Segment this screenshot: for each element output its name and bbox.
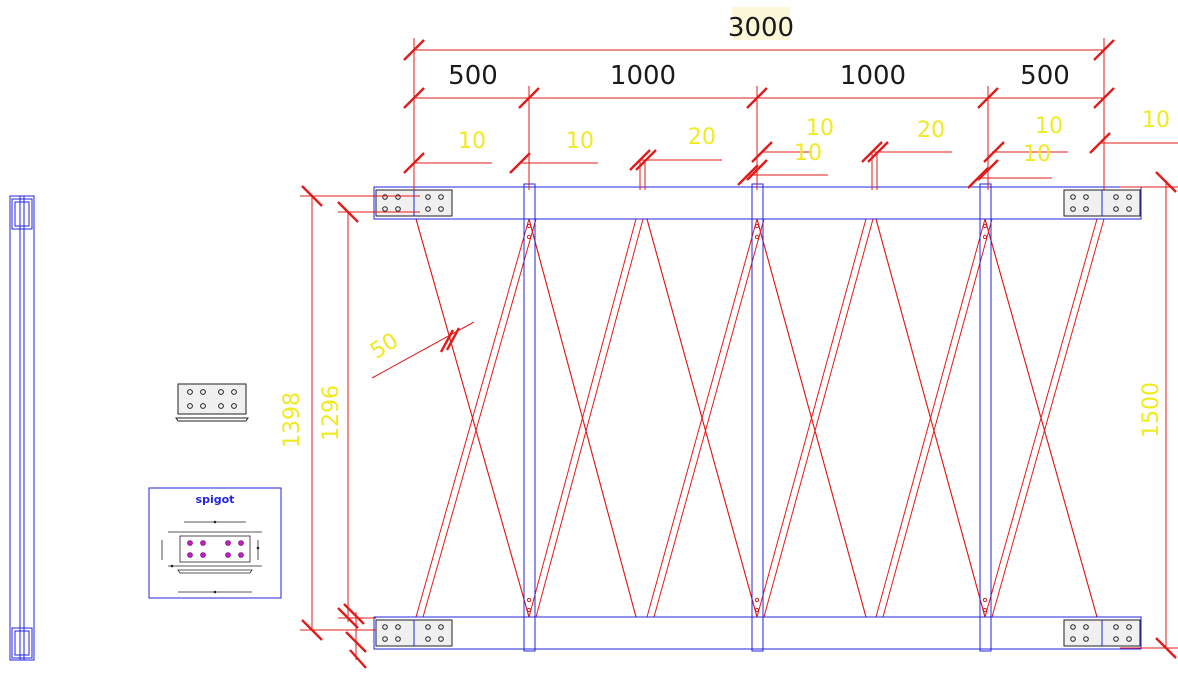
spacing-label-1: 10 (458, 129, 486, 154)
brace-member-7 (528, 218, 637, 618)
post-holes (526, 223, 988, 613)
spacing-label-5: 10 (794, 141, 822, 166)
overall-width-highlight (732, 7, 790, 40)
spacing-label-2: 10 (566, 129, 594, 154)
brace-member-16 (763, 218, 874, 618)
brace-member-19 (875, 218, 986, 618)
brace-member-23 (984, 218, 1098, 618)
outer-height-label: 1398 (280, 392, 305, 448)
spacing-labels: 10 10 20 10 10 20 10 10 10 (458, 108, 1170, 167)
inner-height-label: 1296 (319, 385, 344, 441)
spacing-label-8: 10 (1023, 142, 1051, 167)
end-plate-4 (1063, 619, 1141, 647)
bay-label-1: 500 (448, 61, 498, 91)
spacing-label-7: 10 (1035, 114, 1063, 139)
main-frame (373, 183, 1142, 652)
brace-member-15 (756, 218, 867, 618)
brace-member-24 (991, 218, 1105, 618)
bracing-group (415, 218, 1105, 618)
brace-member-3 (415, 218, 530, 618)
end-plates (375, 189, 1141, 647)
bay-label-2: 1000 (610, 61, 676, 91)
side-elevation (9, 195, 35, 661)
spacing-label-6: 20 (917, 118, 945, 143)
end-plate-2 (1063, 189, 1141, 217)
spigot-title: spigot (196, 493, 235, 506)
spigot-detail: spigot (148, 487, 282, 599)
brace-width-label: 50 (366, 328, 403, 364)
bay-label-4: 500 (1020, 61, 1070, 91)
bay-label-3: 1000 (840, 61, 906, 91)
end-plate-3 (375, 619, 453, 647)
brace-member-4 (422, 218, 537, 618)
dimension-ticks (301, 39, 1177, 669)
spacing-label-3: 20 (688, 125, 716, 150)
spacing-label-9: 10 (1142, 108, 1170, 133)
brace-member-20 (882, 218, 993, 618)
brace-member-11 (646, 218, 758, 618)
brace-member-8 (535, 218, 644, 618)
total-height-label: 1500 (1139, 382, 1164, 438)
plate-detail (175, 383, 249, 422)
spacing-label-4: 10 (806, 116, 834, 141)
brace-member-12 (653, 218, 765, 618)
overall-width-label: 3000 (728, 13, 794, 43)
